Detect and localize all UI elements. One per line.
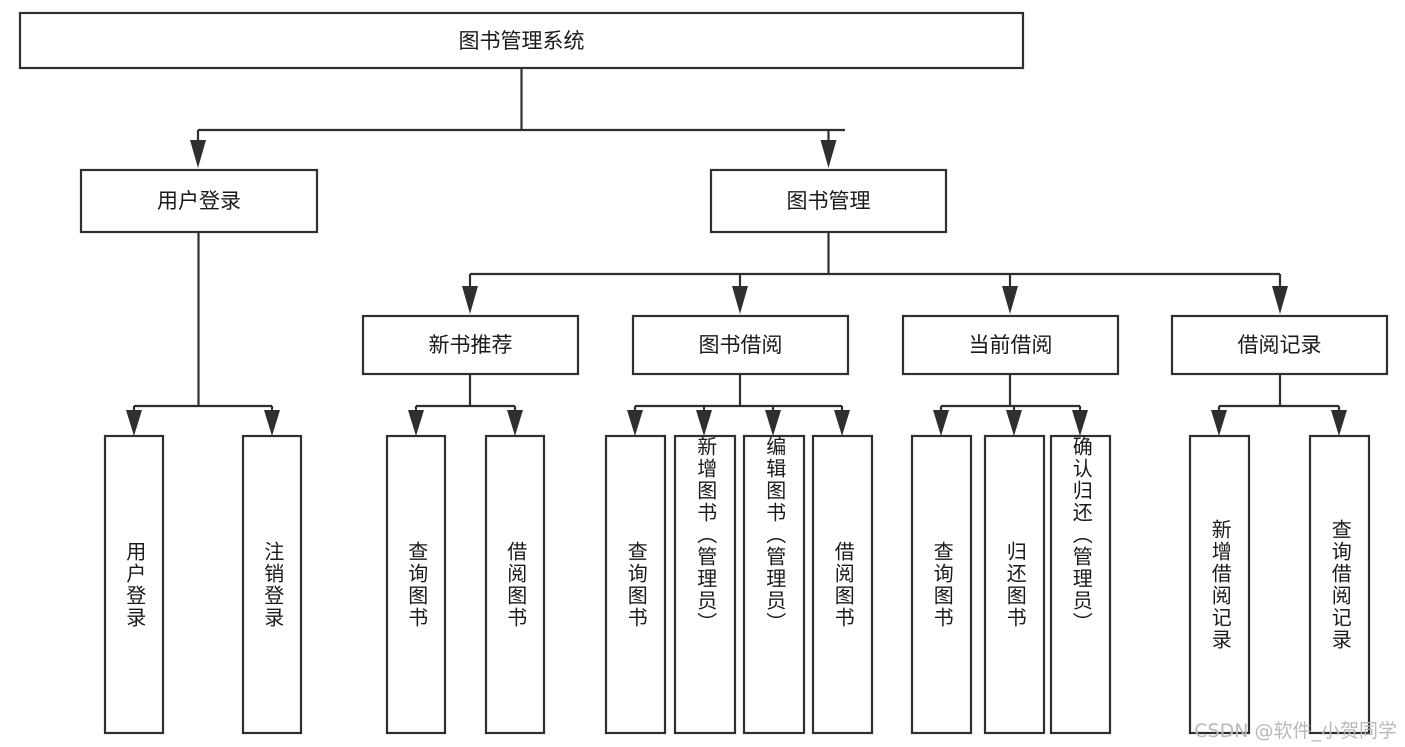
node-leaf-add-borrow-record-box[interactable] (1188, 434, 1251, 735)
arrow-head-borrow-record (1272, 286, 1288, 314)
node-leaf-query-book-3-box[interactable] (910, 434, 973, 735)
node-new-book-recommend-label: 新书推荐 (429, 333, 513, 357)
node-current-borrow[interactable]: 当前借阅 (901, 314, 1120, 376)
arrow-head-leaf-user-logout (264, 410, 280, 436)
node-root-box[interactable] (18, 11, 1025, 70)
node-leaf-edit-book-box[interactable] (742, 434, 806, 735)
arrow-head-leaf-borrow-book-1 (507, 410, 523, 436)
node-user-login-label: 用户登录 (157, 189, 241, 213)
node-user-login-box[interactable] (79, 168, 319, 234)
arrow-head-leaf-confirm-return (1072, 410, 1088, 436)
connector-group-book-manage (462, 232, 1288, 314)
arrow-head-leaf-query-book-3 (933, 410, 949, 436)
connector-group-current-borrow (933, 374, 1088, 436)
arrow-head-user-login (190, 140, 206, 168)
node-book-borrow-box[interactable] (631, 314, 850, 376)
node-root[interactable]: 图书管理系统 (18, 11, 1025, 70)
connector-group-user-login (126, 232, 280, 436)
node-leaf-query-borrow-record-box[interactable] (1308, 434, 1371, 735)
node-leaf-borrow-book-2-box[interactable] (811, 434, 874, 735)
node-user-login[interactable]: 用户登录 (79, 168, 319, 234)
node-leaf-confirm-return-box[interactable] (1049, 434, 1112, 735)
node-book-borrow-label: 图书借阅 (699, 333, 783, 357)
arrow-head-leaf-query-book-1 (408, 410, 424, 436)
node-current-borrow-box[interactable] (901, 314, 1120, 376)
arrow-head-book-manage (820, 140, 837, 168)
connector-group-root (190, 68, 845, 168)
node-leaf-add-book-box[interactable] (673, 434, 737, 735)
node-leaf-query-book-1-box[interactable] (385, 434, 447, 735)
arrow-head-current-borrow (1002, 286, 1018, 314)
node-borrow-record-box[interactable] (1170, 314, 1389, 376)
node-book-manage-box[interactable] (709, 168, 948, 234)
node-leaf-query-book-2-box[interactable] (604, 434, 667, 735)
node-borrow-record-label: 借阅记录 (1238, 333, 1322, 357)
node-new-book-recommend-box[interactable] (361, 314, 580, 376)
arrow-head-leaf-query-book-2 (627, 410, 643, 436)
connector-group-new-book-recommend (408, 374, 523, 436)
connector-group-book-borrow (627, 374, 850, 436)
arrow-head-leaf-add-book (696, 410, 712, 436)
arrow-head-leaf-user-login (126, 410, 142, 436)
arrow-head-leaf-query-borrow-record (1331, 410, 1347, 436)
leaf-boxes (103, 434, 1371, 735)
arrow-head-leaf-edit-book (765, 410, 781, 436)
node-leaf-return-book-box[interactable] (983, 434, 1046, 735)
node-book-borrow[interactable]: 图书借阅 (631, 314, 850, 376)
node-leaf-user-logout-box[interactable] (241, 434, 303, 735)
arrow-head-new-book-recommend (462, 286, 478, 314)
node-new-book-recommend[interactable]: 新书推荐 (361, 314, 580, 376)
node-current-borrow-label: 当前借阅 (969, 333, 1053, 357)
node-book-manage[interactable]: 图书管理 (709, 168, 948, 234)
node-leaf-user-login-box[interactable] (103, 434, 165, 735)
arrow-head-leaf-return-book (1006, 410, 1022, 436)
node-borrow-record[interactable]: 借阅记录 (1170, 314, 1389, 376)
arrow-head-leaf-add-borrow-record (1211, 410, 1227, 436)
connector-group-borrow-record (1211, 374, 1347, 436)
node-root-label: 图书管理系统 (459, 29, 585, 53)
arrow-head-book-borrow (732, 286, 748, 314)
arrow-head-leaf-borrow-book-2 (834, 410, 850, 436)
node-leaf-borrow-book-1-box[interactable] (484, 434, 546, 735)
node-book-manage-label: 图书管理 (787, 189, 871, 213)
